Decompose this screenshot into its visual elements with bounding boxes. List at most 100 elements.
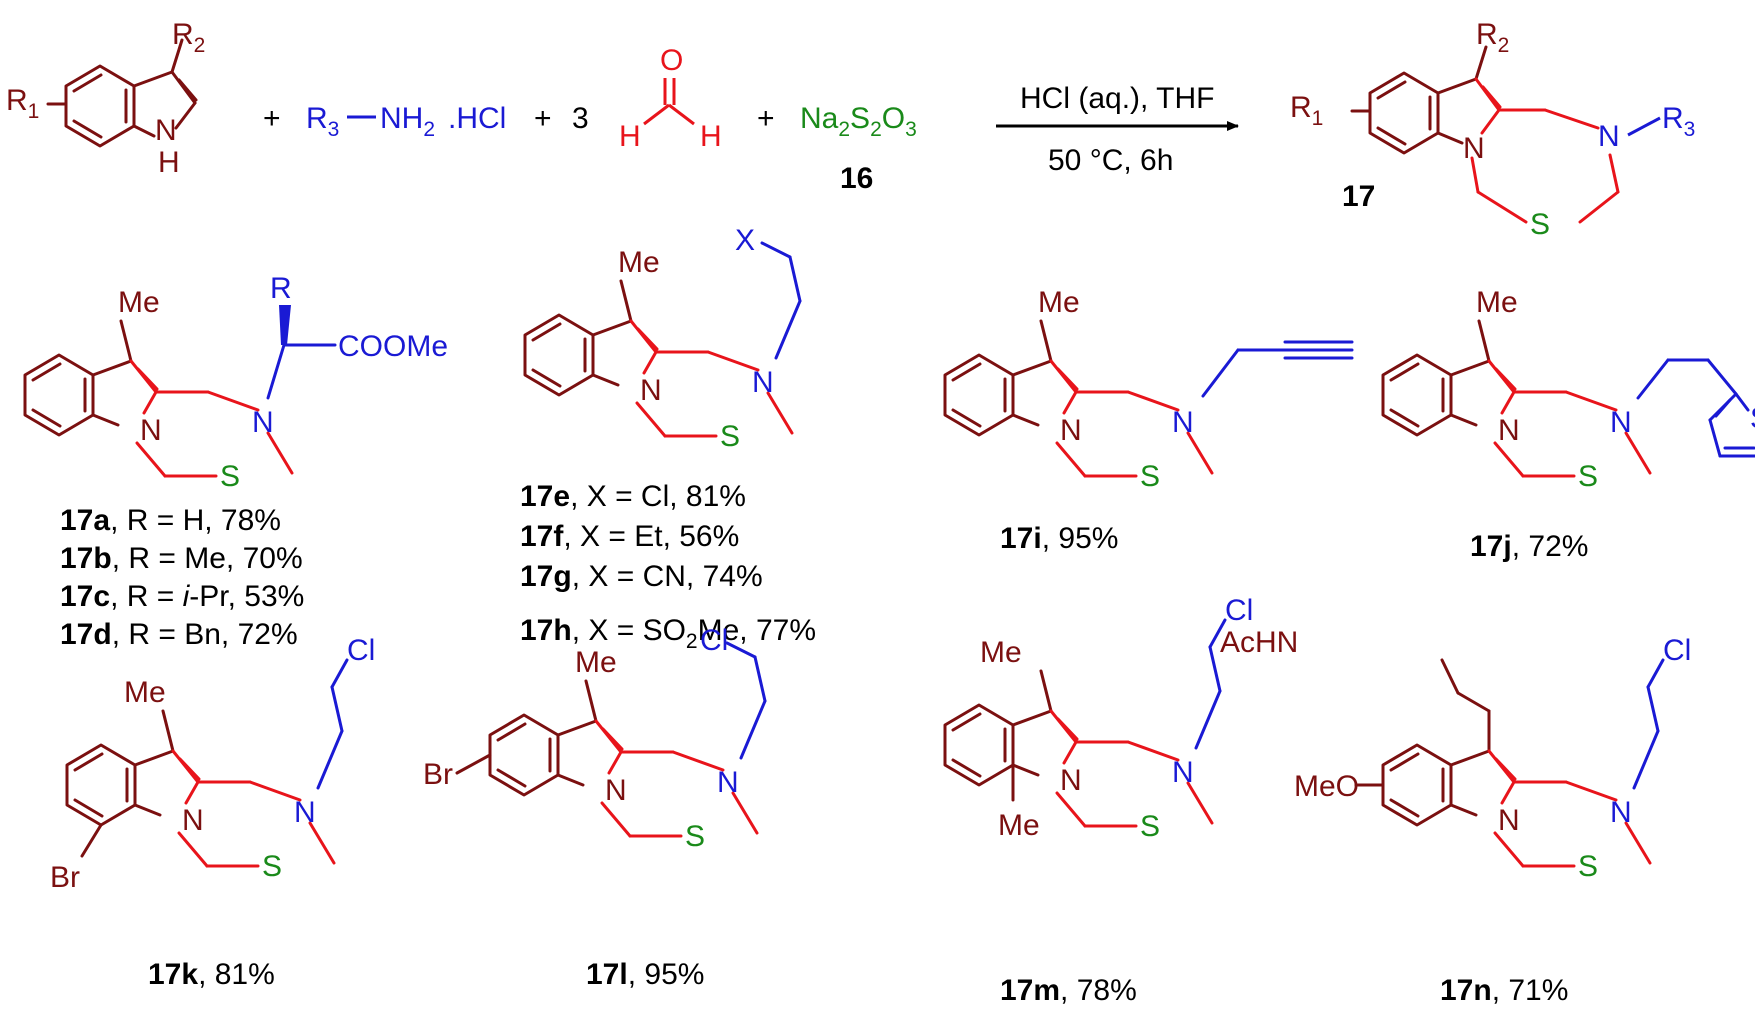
amine-salt: .HCl <box>448 102 506 135</box>
structure-17n: AcHN N N Cl S MeO <box>1220 626 1691 883</box>
svg-text:X: X <box>735 224 755 257</box>
svg-text:N: N <box>605 774 627 807</box>
svg-text:S: S <box>262 850 282 883</box>
svg-text:N: N <box>182 804 204 837</box>
svg-text:Me: Me <box>575 646 617 679</box>
svg-text:17f, X = Et, 56%: 17f, X = Et, 56% <box>520 520 739 553</box>
svg-text:Cl: Cl <box>347 634 375 667</box>
svg-text:Cl: Cl <box>700 624 728 657</box>
formaldehyde-count: 3 <box>572 102 589 135</box>
svg-text:Me: Me <box>980 636 1022 669</box>
svg-text:17d, R = Bn, 72%: 17d, R = Bn, 72% <box>60 618 298 651</box>
caption-17k: 17k, 81% <box>148 958 275 991</box>
svg-text:O: O <box>660 44 683 77</box>
svg-text:Me: Me <box>998 809 1040 842</box>
svg-text:17g, X = CN, 74%: 17g, X = CN, 74% <box>520 560 763 593</box>
svg-text:Cl: Cl <box>1663 634 1691 667</box>
amine-nh2: NH2 <box>380 102 435 141</box>
formaldehyde: O H H <box>619 44 722 153</box>
svg-text:R1: R1 <box>1290 91 1323 130</box>
caption-17n: 17n, 71% <box>1440 974 1568 1007</box>
svg-text:N: N <box>1172 406 1194 439</box>
svg-text:Me: Me <box>1476 286 1518 319</box>
caption-17i: 17i, 95% <box>1000 522 1118 555</box>
svg-text:Me: Me <box>618 246 660 279</box>
structure-17e-h: Me N N X S <box>523 224 802 453</box>
structure-17a-d: Me N N R COOMe S <box>23 272 448 493</box>
svg-text:R2: R2 <box>1476 18 1509 57</box>
caption-17e-h: 17e, X = Cl, 81% 17f, X = Et, 56% 17g, X… <box>520 480 816 653</box>
reaction-arrow: HCl (aq.), THF 50 °C, 6h <box>996 82 1239 177</box>
svg-text:H: H <box>700 120 722 153</box>
svg-text:Na2S2O3: Na2S2O3 <box>800 102 917 141</box>
svg-text:N: N <box>294 796 316 829</box>
svg-text:COOMe: COOMe <box>338 330 448 363</box>
structure-17j: Me N N S S <box>1381 286 1755 493</box>
conditions-bottom: 50 °C, 6h <box>1048 144 1173 177</box>
svg-text:N: N <box>1463 132 1485 165</box>
svg-text:17e, X = Cl, 81%: 17e, X = Cl, 81% <box>520 480 746 513</box>
compound-16-label: 16 <box>840 162 873 195</box>
svg-text:S: S <box>720 420 740 453</box>
svg-text:N: N <box>252 406 274 439</box>
caption-17j: 17j, 72% <box>1470 530 1588 563</box>
svg-text:S: S <box>220 460 240 493</box>
compound-17-label: 17 <box>1342 180 1375 213</box>
svg-text:N: N <box>640 374 662 407</box>
svg-text:Me: Me <box>124 676 166 709</box>
svg-text:MeO: MeO <box>1294 770 1359 803</box>
svg-text:N: N <box>1498 804 1520 837</box>
svg-text:N: N <box>1498 414 1520 447</box>
svg-text:Me: Me <box>1038 286 1080 319</box>
svg-text:N: N <box>717 766 739 799</box>
svg-text:S: S <box>1140 810 1160 843</box>
svg-text:R: R <box>270 272 292 305</box>
svg-text:Cl: Cl <box>1225 594 1253 627</box>
r1-label: R1 <box>6 84 39 123</box>
svg-text:S: S <box>1578 460 1598 493</box>
svg-text:N: N <box>1598 120 1620 153</box>
svg-text:17b, R = Me, 70%: 17b, R = Me, 70% <box>60 542 303 575</box>
svg-text:N: N <box>1060 764 1082 797</box>
r3-label: R3 <box>306 102 339 141</box>
svg-text:N: N <box>1172 756 1194 789</box>
structure-17k: Me N N Cl S Br <box>50 634 375 894</box>
indole-reactant: R2 R1 N H <box>6 18 205 179</box>
svg-text:Me: Me <box>118 286 160 319</box>
svg-text:S: S <box>1750 402 1755 435</box>
svg-text:S: S <box>685 820 705 853</box>
indole-h: H <box>158 146 180 179</box>
indole-n: N <box>155 114 177 147</box>
svg-text:AcHN: AcHN <box>1220 626 1298 659</box>
conditions-top: HCl (aq.), THF <box>1020 82 1214 115</box>
svg-text:17c, R = i-Pr, 53%: 17c, R = i-Pr, 53% <box>60 580 304 613</box>
structure-17m: Me N N Cl S Me <box>943 594 1253 843</box>
sodium-thiosulfate: Na2S2O3 16 <box>800 102 917 195</box>
plus-sign-3: + <box>757 102 775 135</box>
svg-text:Br: Br <box>423 758 453 791</box>
svg-text:N: N <box>752 366 774 399</box>
svg-text:R3: R3 <box>1662 102 1695 141</box>
svg-text:N: N <box>1610 406 1632 439</box>
svg-text:S: S <box>1578 850 1598 883</box>
plus-sign-2: + <box>534 102 552 135</box>
svg-text:17a, R = H, 78%: 17a, R = H, 78% <box>60 504 281 537</box>
r2-label: R2 <box>172 18 205 57</box>
svg-text:17h, X = SO2Me, 77%: 17h, X = SO2Me, 77% <box>520 614 816 653</box>
svg-text:N: N <box>1060 414 1082 447</box>
caption-17m: 17m, 78% <box>1000 974 1137 1007</box>
general-product-17: N N S R2 R1 R3 17 <box>1290 18 1695 241</box>
svg-text:Br: Br <box>50 861 80 894</box>
svg-text:H: H <box>619 120 641 153</box>
svg-text:N: N <box>140 414 162 447</box>
caption-17a-d: 17a, R = H, 78% 17b, R = Me, 70% 17c, R … <box>60 504 304 651</box>
amine-reactant: R3 NH2 .HCl <box>306 102 506 141</box>
structure-17i: Me N N S <box>943 286 1354 493</box>
plus-sign: + <box>263 102 281 135</box>
structure-17l: Me N N Cl S Br <box>423 624 767 853</box>
svg-text:N: N <box>1610 796 1632 829</box>
svg-text:S: S <box>1530 208 1550 241</box>
caption-17l: 17l, 95% <box>586 958 704 991</box>
svg-text:S: S <box>1140 460 1160 493</box>
